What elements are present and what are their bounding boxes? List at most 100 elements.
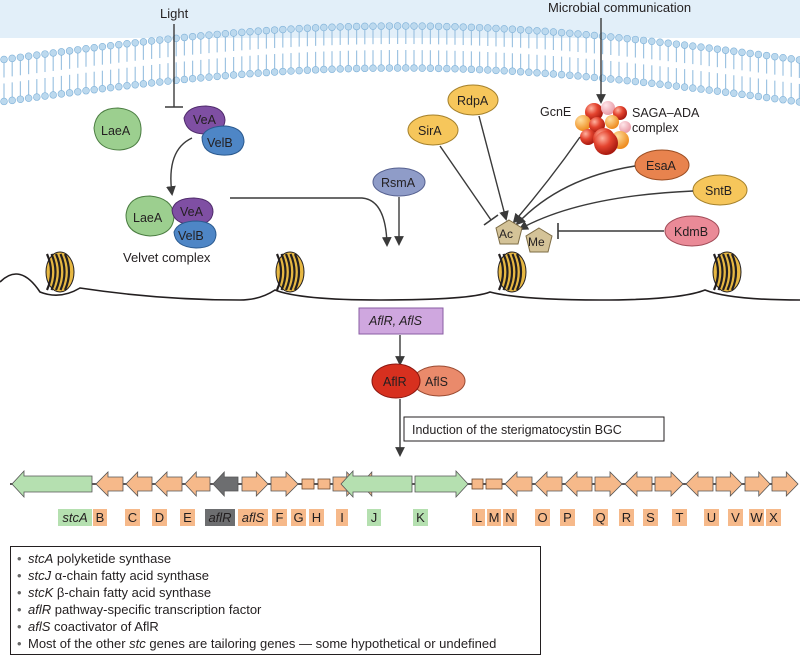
gene-label-W: W bbox=[750, 510, 763, 525]
esaa-protein bbox=[634, 149, 690, 181]
aflr-label: AflR bbox=[383, 375, 407, 389]
lipid-head bbox=[721, 46, 730, 54]
lipid-head bbox=[533, 27, 541, 35]
lipid-head bbox=[164, 77, 172, 85]
velvet-velb-label: VelB bbox=[178, 229, 204, 243]
rdpa-protein bbox=[447, 84, 499, 116]
lipid-head bbox=[57, 90, 66, 98]
lipid-head bbox=[615, 34, 623, 42]
legend-row: •Most of the other stc genes are tailori… bbox=[17, 635, 534, 652]
sntb-label: SntB bbox=[705, 184, 732, 198]
lipid-head bbox=[500, 67, 508, 75]
legend-description: polyketide synthase bbox=[53, 551, 172, 566]
lipid-head bbox=[672, 40, 681, 48]
gene-label-B: B bbox=[96, 510, 105, 525]
gene-P-arrow bbox=[564, 471, 593, 497]
lipid-head bbox=[590, 73, 599, 82]
ac-label: Ac bbox=[499, 227, 513, 241]
lipid-head bbox=[295, 66, 303, 75]
gene-J-arrow bbox=[340, 469, 413, 499]
gene-label-W-bg bbox=[749, 509, 764, 526]
gene-label-H-bg bbox=[309, 509, 324, 526]
lipid-head bbox=[467, 23, 476, 32]
rdpa-label: RdpA bbox=[457, 94, 489, 108]
gene-label-C: C bbox=[128, 510, 137, 525]
lipid-head bbox=[197, 74, 205, 82]
lipid-head bbox=[689, 42, 697, 50]
rdpa-arrow bbox=[478, 115, 509, 221]
velvet-assembly-arrow bbox=[166, 137, 193, 196]
gcne-label: GcnE bbox=[540, 105, 571, 119]
gene-label-K: K bbox=[416, 510, 425, 525]
lipid-head bbox=[566, 29, 574, 37]
lipid-head bbox=[147, 37, 156, 45]
gene-label-stcA-bg bbox=[58, 509, 92, 526]
gene-aflR-arrow bbox=[212, 470, 239, 498]
lipid-head bbox=[115, 41, 123, 49]
lipid-head bbox=[205, 31, 213, 39]
gene-label-X: X bbox=[769, 510, 778, 525]
lipid-head bbox=[443, 22, 451, 31]
lipid-head bbox=[475, 65, 484, 74]
lipid-head bbox=[484, 24, 492, 32]
legend-row: •stcK β-chain fatty acid synthase bbox=[17, 584, 534, 601]
lipid-head bbox=[672, 82, 681, 90]
lipid-head bbox=[328, 65, 336, 73]
lipid-head bbox=[238, 70, 246, 79]
legend-gene: aflR bbox=[28, 602, 52, 617]
gene-O-arrow bbox=[534, 471, 563, 497]
lipid-head bbox=[516, 26, 525, 34]
lipid-head bbox=[82, 87, 90, 95]
lipid-head bbox=[418, 64, 426, 72]
lipid-head bbox=[0, 97, 8, 106]
legend-description: genes are tailoring genes — some hypothe… bbox=[145, 636, 497, 651]
gene-label-I-bg bbox=[336, 509, 348, 526]
gene-label-V: V bbox=[731, 510, 740, 525]
lipid-head bbox=[90, 44, 98, 52]
lipid-head bbox=[336, 23, 344, 31]
lipid-head bbox=[8, 96, 16, 105]
gene-label-F: F bbox=[276, 510, 284, 525]
lipid-head bbox=[33, 51, 41, 59]
gene-label-P-bg bbox=[560, 509, 575, 526]
gene-T-arrow bbox=[685, 471, 714, 497]
lipid-head bbox=[246, 28, 254, 36]
velvet-to-gene-arrow bbox=[230, 197, 392, 247]
lipid-head bbox=[377, 64, 385, 72]
lipid-head bbox=[705, 44, 713, 52]
saga-ada-complex bbox=[575, 101, 631, 155]
lipid-head bbox=[434, 64, 443, 73]
lipid-head bbox=[287, 25, 295, 33]
lipid-head bbox=[697, 85, 705, 93]
lipid-head bbox=[402, 64, 410, 72]
lipid-head bbox=[598, 74, 607, 82]
lipid-head bbox=[484, 66, 492, 74]
velvet-velb-protein bbox=[173, 220, 217, 249]
lipid-head bbox=[147, 79, 156, 87]
gene-label-I: I bbox=[340, 510, 344, 525]
gene-label-N: N bbox=[505, 510, 514, 525]
lipid-head bbox=[713, 45, 722, 53]
lipid-head bbox=[369, 22, 377, 30]
lipid-head bbox=[65, 89, 74, 97]
lipid-head bbox=[771, 94, 779, 103]
lipid-head bbox=[246, 70, 254, 78]
lipid-head bbox=[508, 67, 517, 75]
nucleosome bbox=[497, 251, 527, 293]
legend-description: β-chain fatty acid synthase bbox=[53, 585, 212, 600]
lipid-head bbox=[680, 83, 689, 91]
sntb-protein bbox=[692, 174, 748, 206]
gene-label-E: E bbox=[183, 510, 192, 525]
lipid-head bbox=[33, 93, 41, 101]
esaa-arrow bbox=[515, 165, 636, 226]
lipid-head bbox=[16, 95, 25, 103]
saga-arrow bbox=[512, 136, 581, 224]
bullet-icon: • bbox=[17, 602, 22, 617]
velvet-complex-label: Velvet complex bbox=[123, 250, 211, 265]
lipid-head bbox=[115, 83, 123, 91]
gene-R-arrow bbox=[624, 471, 653, 497]
lipid-head bbox=[426, 64, 435, 72]
gene-V-arrow bbox=[744, 470, 771, 498]
lipid-head bbox=[541, 27, 549, 36]
gene-label-X-bg bbox=[766, 509, 781, 526]
